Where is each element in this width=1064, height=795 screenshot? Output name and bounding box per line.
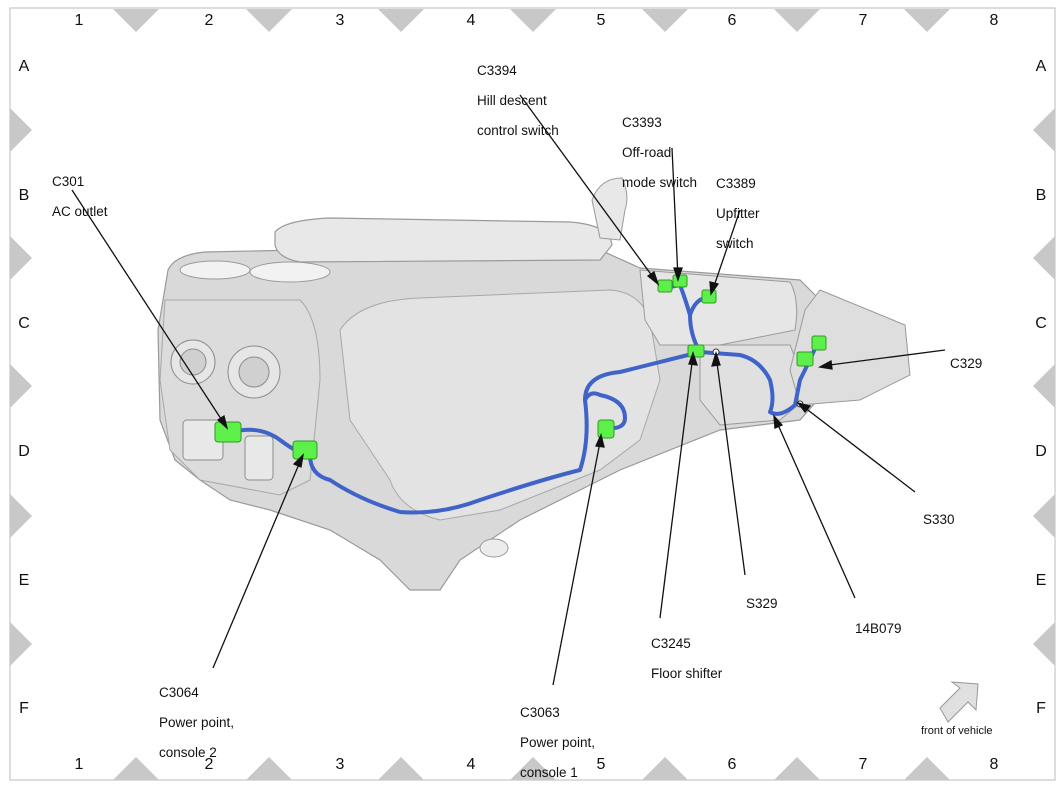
callout-s329-code: S329: [746, 596, 778, 611]
connector-c3064: [292, 440, 318, 460]
connector-c329: [796, 351, 814, 367]
callout-c3393: C3393 Off-road mode switch: [622, 100, 697, 205]
grid-row-b-left: B: [18, 187, 30, 204]
callout-c3063-code: C3063: [520, 705, 560, 720]
grid-col-2-bottom: 2: [204, 756, 214, 773]
grid-row-c-right: C: [1035, 315, 1047, 332]
grid-col-5-bottom: 5: [596, 756, 606, 773]
callout-c3393-desc1: Off-road: [622, 145, 672, 160]
grid-col-3-top: 3: [335, 12, 345, 29]
grid-row-c-left: C: [18, 315, 30, 332]
grid-col-4-top: 4: [466, 12, 476, 29]
arrow-up-right-icon: [939, 681, 979, 723]
callout-c301-code: C301: [52, 174, 85, 189]
grid-col-4-bottom: 4: [466, 756, 476, 773]
grid-col-6-bottom: 6: [727, 756, 737, 773]
callout-c3245: C3245 Floor shifter: [651, 621, 722, 696]
callout-c3064: C3064 Power point, console 2: [159, 670, 234, 775]
leader-lines: [71, 94, 946, 686]
callout-c3394-code: C3394: [477, 63, 517, 78]
grid-col-5-top: 5: [596, 12, 606, 29]
callout-c3245-code: C3245: [651, 636, 691, 651]
grid-row-a-right: A: [1035, 58, 1047, 75]
connector-c3063: [597, 419, 615, 439]
center-console: [157, 177, 911, 591]
grid-row-b-right: B: [1035, 187, 1047, 204]
connector-c3394: [657, 279, 673, 293]
connector-c3393: [672, 274, 688, 288]
callout-c329: C329: [950, 341, 982, 386]
grid-col-7-bottom: 7: [858, 756, 868, 773]
grid-row-e-right: E: [1035, 572, 1047, 589]
callout-c3063-desc2: console 1: [520, 765, 578, 780]
callout-c3389: C3389 Upfitter switch: [716, 161, 760, 266]
callout-c3245-desc1: Floor shifter: [651, 666, 723, 681]
connector-c3389: [701, 289, 717, 304]
grid-col-8-top: 8: [989, 12, 999, 29]
callout-c329-code: C329: [950, 356, 983, 371]
callout-s330: S330: [923, 497, 955, 542]
callout-c3394-desc1: Hill descent: [477, 93, 547, 108]
grid-col-8-bottom: 8: [989, 756, 999, 773]
grid-col-6-top: 6: [727, 12, 737, 29]
callout-c301-desc1: AC outlet: [52, 204, 108, 219]
grid-col-7-top: 7: [858, 12, 868, 29]
callout-c3063: C3063 Power point, console 1: [520, 690, 595, 795]
grid-col-1-top: 1: [74, 12, 84, 29]
grid-row-f-left: F: [19, 700, 29, 717]
connectors: [214, 274, 827, 460]
connector-c329-b: [811, 335, 827, 351]
grid-row-d-left: D: [18, 443, 30, 460]
callout-c3394: C3394 Hill descent control switch: [477, 48, 559, 153]
callout-c3389-desc1: Upfitter: [716, 206, 760, 221]
connector-c3245: [687, 344, 705, 358]
callout-c3389-desc2: switch: [716, 236, 754, 251]
callout-14b079-code: 14B079: [855, 621, 902, 636]
connector-c301: [214, 421, 242, 443]
callout-c3064-desc2: console 2: [159, 745, 217, 760]
callout-c3063-desc1: Power point,: [520, 735, 596, 750]
callout-s330-code: S330: [923, 512, 955, 527]
callout-c301: C301 AC outlet: [52, 159, 108, 234]
callout-c3393-desc2: mode switch: [622, 175, 698, 190]
callout-c3064-code: C3064: [159, 685, 199, 700]
frame-triangles: [10, 9, 1055, 780]
callout-c3393-code: C3393: [622, 115, 662, 130]
wire-harness-14B079: [230, 280, 820, 515]
callout-c3389-code: C3389: [716, 176, 756, 191]
grid-col-2-top: 2: [204, 12, 214, 29]
callout-c3394-desc2: control switch: [477, 123, 559, 138]
grid-col-1-bottom: 1: [74, 756, 84, 773]
callout-s329: S329: [746, 581, 778, 626]
front-of-vehicle-label: front of vehicle: [921, 725, 993, 737]
grid-row-e-left: E: [18, 572, 30, 589]
callout-c3064-desc1: Power point,: [159, 715, 235, 730]
grid-row-a-left: A: [18, 58, 30, 75]
grid-row-f-right: F: [1036, 700, 1046, 717]
callout-14b079: 14B079: [855, 606, 902, 651]
grid-col-3-bottom: 3: [335, 756, 345, 773]
grid-row-d-right: D: [1035, 443, 1047, 460]
